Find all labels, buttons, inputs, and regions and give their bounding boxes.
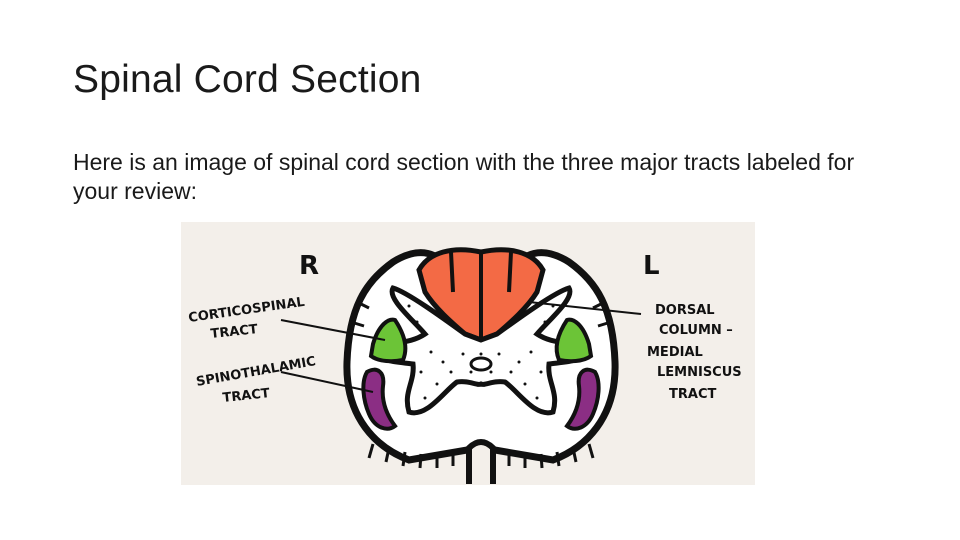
- spinothalamic-label-line2: TRACT: [222, 386, 271, 406]
- dorsal-label-line4: LEMNISCUS: [657, 365, 742, 380]
- spinal-cord-drawing: R L CORTICOSPINAL TRACT SPINOTHALAMIC TR…: [187, 247, 742, 484]
- central-canal: [469, 356, 493, 372]
- rim-ticks: [350, 300, 612, 469]
- leader-lines: [280, 301, 642, 393]
- corticospinal-tract-left: [554, 317, 594, 364]
- dorsal-label-line1: DORSAL: [655, 303, 715, 318]
- spinothalamic-label-line1: SPINOTHALAMIC: [195, 354, 317, 390]
- dorsal-label-line3: MEDIAL: [647, 345, 703, 360]
- corticospinal-label-line2: TRACT: [210, 322, 259, 342]
- spinothalamic-tract-right: [361, 367, 398, 431]
- dorsal-column-dividers: [449, 251, 513, 340]
- gray-matter-dots: [407, 304, 555, 400]
- slide-title: Spinal Cord Section: [73, 58, 422, 101]
- dorsal-label-line2: COLUMN –: [659, 323, 733, 338]
- gray-matter: [372, 285, 590, 416]
- dorsal-label-line5: TRACT: [669, 387, 716, 402]
- ventral-fissure: [466, 439, 496, 484]
- side-label-right: R: [299, 251, 319, 281]
- spinal-cord-figure: R L CORTICOSPINAL TRACT SPINOTHALAMIC TR…: [181, 222, 755, 485]
- side-label-left: L: [643, 251, 660, 281]
- spinothalamic-tract-left: [564, 367, 601, 431]
- slide-body-text: Here is an image of spinal cord section …: [73, 149, 855, 204]
- corticospinal-tract-right: [368, 317, 408, 364]
